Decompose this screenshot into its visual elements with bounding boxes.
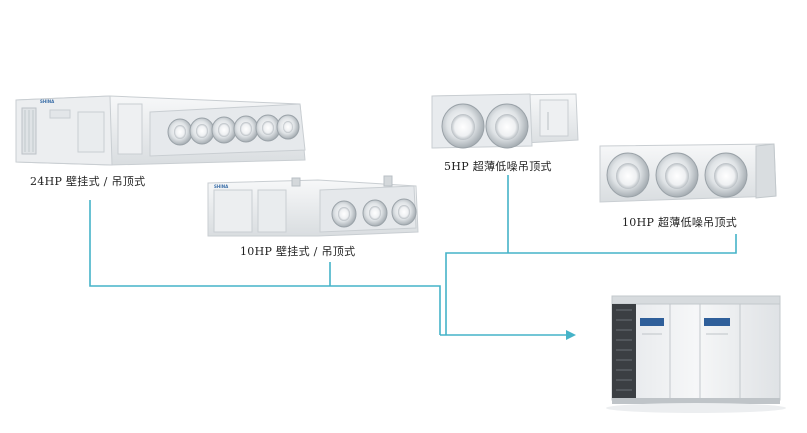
svg-text:SHINA: SHINA: [40, 99, 55, 104]
connector-lines: [89, 175, 737, 336]
outdoor-unit-image: [606, 295, 786, 413]
unit-24hp-image: SHINA: [15, 95, 306, 166]
unit-5hp-image: [431, 93, 579, 149]
svg-text:SHINA: SHINA: [214, 184, 229, 189]
label-24hp: 24HP 壁挂式 / 吊顶式: [30, 175, 146, 188]
label-10hp-wall: 10HP 壁挂式 / 吊顶式: [240, 245, 356, 258]
arrow-head: [566, 330, 576, 340]
label-10hp-thin: 10HP 超薄低噪吊顶式: [622, 216, 738, 229]
unit-10hp-wall-image: SHINA: [207, 175, 419, 237]
label-5hp: 5HP 超薄低噪吊顶式: [444, 160, 552, 173]
unit-10hp-thin-image: [599, 143, 777, 203]
connector-10hp-thin: [445, 234, 737, 335]
connector-24hp: [89, 200, 441, 335]
